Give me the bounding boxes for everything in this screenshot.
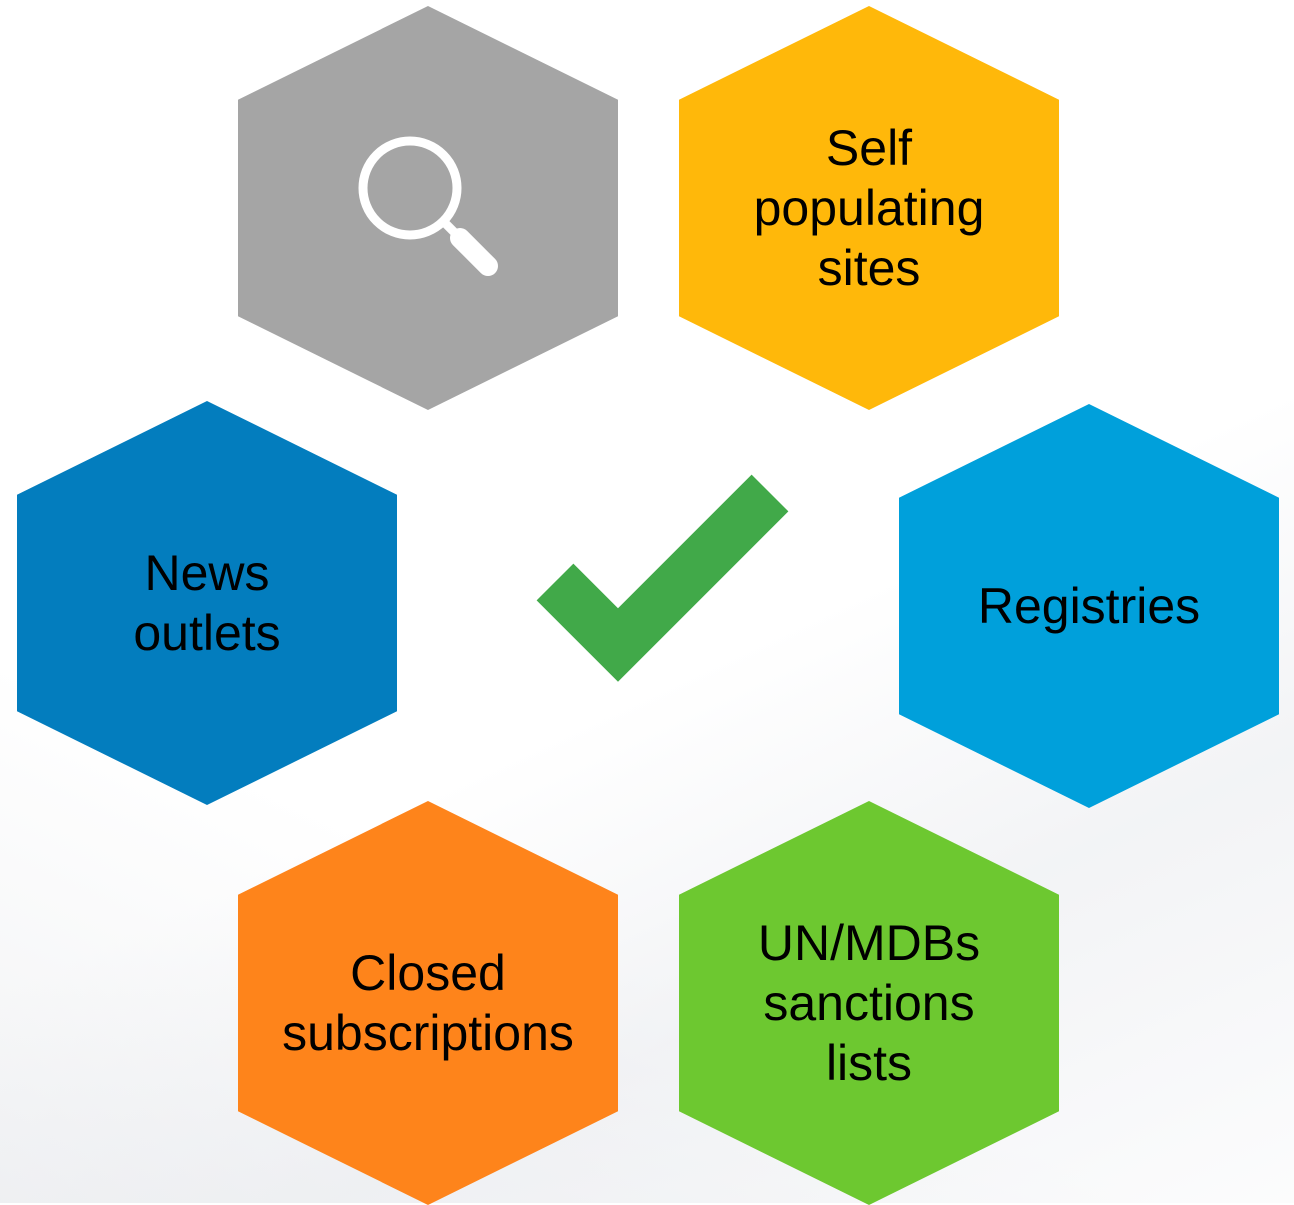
hexagon-label: Self populating sites bbox=[753, 120, 985, 296]
hexagon-label: UN/MDBs sanctions lists bbox=[757, 915, 981, 1091]
hexagon-registries: Registries bbox=[899, 404, 1279, 808]
hexagon-label: News outlets bbox=[133, 545, 281, 661]
hexagon-news-outlets: News outlets bbox=[17, 401, 397, 805]
hexagon-un-mdbs-sanctions-lists: UN/MDBs sanctions lists bbox=[679, 801, 1059, 1205]
hexagon-search bbox=[238, 6, 618, 410]
hexagon-closed-subscriptions: Closed subscriptions bbox=[238, 801, 618, 1205]
hexagon-self-populating-sites: Self populating sites bbox=[679, 6, 1059, 410]
checkmark-icon bbox=[536, 474, 789, 682]
hexagon-label: Registries bbox=[977, 578, 1201, 634]
hexagon-label: Closed subscriptions bbox=[282, 945, 574, 1061]
search-icon bbox=[358, 136, 498, 276]
